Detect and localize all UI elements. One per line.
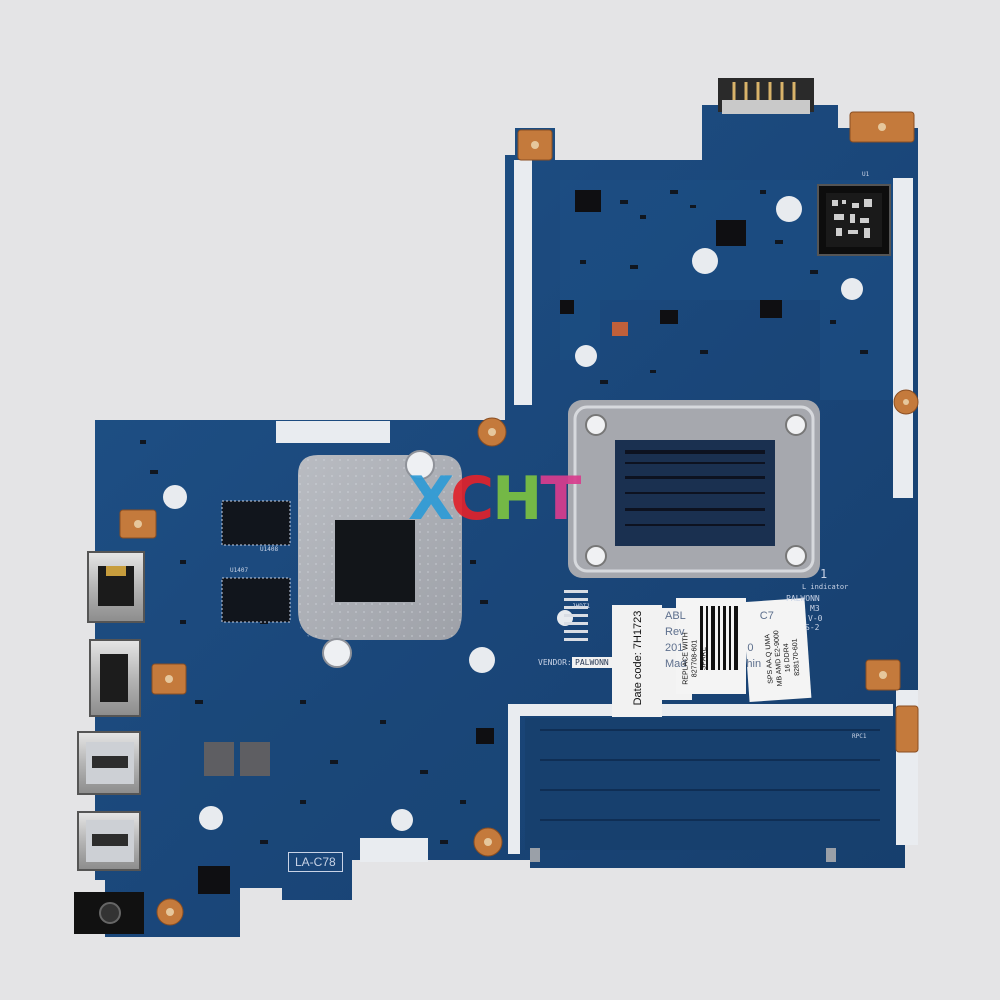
- silk-strip-top: [276, 421, 390, 443]
- jhdt1-header: [564, 590, 588, 641]
- spare-sticker-text: REPLACE WITH 827708-601 SPARE: [682, 604, 709, 714]
- date-code-sticker-text: Date code: 7H1723: [632, 610, 644, 706]
- cpu-shield: [568, 400, 820, 578]
- silk-strip-bottom: [360, 838, 428, 862]
- xcht-watermark-logo: XCHT: [408, 468, 594, 530]
- smd-components: [140, 190, 868, 844]
- vendor-prefix: VENDOR:: [538, 658, 572, 667]
- indicator-label: L indicator: [802, 583, 849, 591]
- vendor-sub-3: S-2: [805, 623, 820, 632]
- usb-port-2: [77, 811, 141, 871]
- ref-rpc1: RPC1: [852, 733, 867, 740]
- usb-port-1: [77, 731, 141, 795]
- ref-u1: U1: [862, 171, 870, 178]
- pcb-traces-lower: [180, 700, 500, 850]
- barcode-lines: [700, 606, 738, 670]
- hdmi-port: [89, 639, 141, 717]
- spare-line: 827708-601: [691, 639, 699, 678]
- gpu-heatspreader: [298, 450, 462, 668]
- chip-u1407: U1407: [230, 567, 249, 574]
- silk-strip-left: [514, 160, 532, 405]
- ref-jhdt1: JHDT1: [572, 603, 591, 610]
- spare-line: REPLACE WITH: [682, 632, 690, 685]
- vendor-sub-2: V-0: [808, 614, 823, 623]
- vendor-name: PALWONN: [575, 658, 609, 667]
- serial-fragment: Rev: [665, 626, 685, 638]
- small-ics: [198, 190, 782, 894]
- vendor-block: PALWONN: [786, 594, 820, 603]
- silk-strip-right: [893, 178, 913, 498]
- audio-jack: [74, 892, 144, 934]
- memory-chips: [221, 500, 291, 623]
- chip-u1408: U1408: [260, 546, 279, 553]
- spare-line: SPARE: [700, 646, 708, 671]
- silk-strip-vert: [508, 704, 520, 854]
- pcb-traces: [560, 180, 900, 400]
- board-model-label: LA-C78: [288, 852, 343, 872]
- power-connector: [718, 78, 814, 114]
- watermark-letter: C: [450, 464, 494, 534]
- watermark-letter: T: [540, 464, 581, 534]
- watermark-letter: X: [408, 464, 452, 534]
- silk-strip-mid: [508, 704, 893, 716]
- vendor-sub-1: M3: [810, 604, 820, 613]
- watermark-letter: H: [492, 464, 542, 534]
- part-sticker-text: SPS AA.Q UMA MB AMD E2-9000 16 DDR4 8281…: [761, 602, 805, 714]
- silk-number-1: 1: [820, 567, 828, 581]
- lan-port: [87, 551, 145, 623]
- slot-clips: [530, 848, 836, 862]
- memory-slot-area: [525, 718, 890, 850]
- qr-chip: [817, 184, 891, 256]
